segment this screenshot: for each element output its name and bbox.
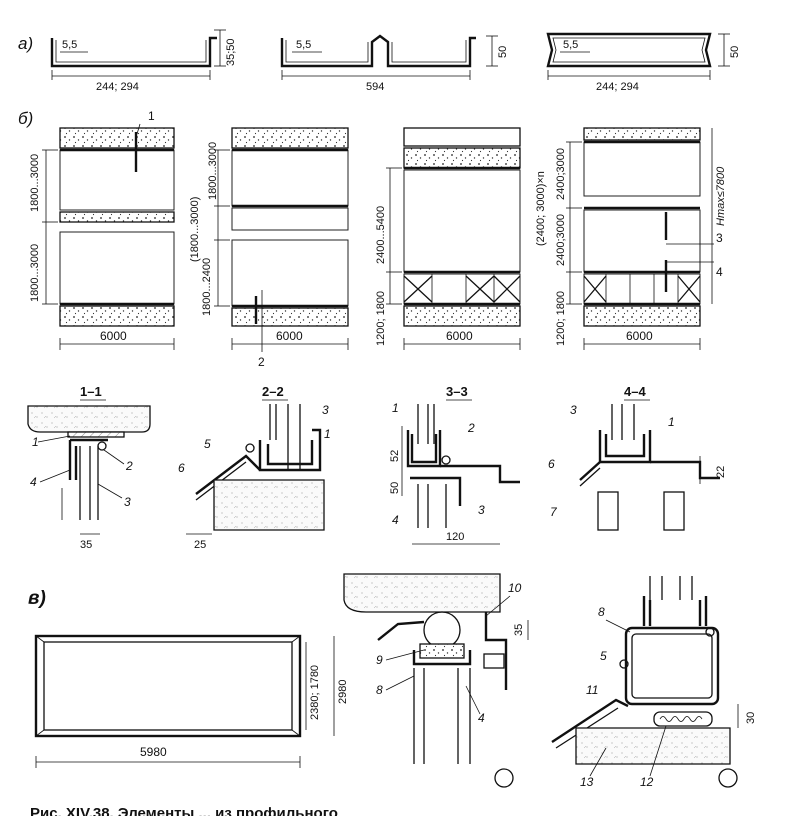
wall-1: 1 1800...3000 1800...3000 6000 (29, 109, 175, 350)
panel-h1: 2380; 1780 (309, 665, 321, 720)
p3-height: 50 (729, 46, 741, 58)
w3-width: 6000 (446, 329, 473, 343)
section-4-4: 4–4 22 3 1 6 7 (548, 384, 727, 531)
label-b: б) (18, 109, 33, 128)
w4-width: 6000 (626, 329, 653, 343)
s2-n3: 3 (322, 403, 329, 417)
detail-joint: 35 10 9 8 4 (343, 573, 529, 788)
s3-dim-w: 120 (446, 531, 464, 543)
w1-h1: 1800...3000 (29, 154, 41, 212)
profile-channel: 5,5 244; 294 35;50 (50, 29, 237, 93)
e-n12: 12 (640, 775, 654, 789)
e-dim: 30 (745, 712, 757, 724)
s1-n2: 2 (125, 459, 133, 473)
s2-n1: 1 (324, 427, 331, 441)
w4-marker-3: 3 (716, 231, 723, 245)
w4-h1: 2400;3000 (555, 148, 567, 200)
s3-title: 3–3 (446, 384, 468, 399)
s3-n4: 4 (392, 513, 399, 527)
s2-title: 2–2 (262, 384, 284, 399)
s2-n6: 6 (178, 461, 185, 475)
s3-n2: 2 (467, 421, 475, 435)
s4-n3: 3 (570, 403, 577, 417)
panel-elevation: 5980 2380; 1780 2980 (34, 634, 349, 768)
d-n10: 10 (508, 581, 522, 595)
caption: Рис. XIV.38. Элементы ... из профильного (30, 805, 338, 816)
row-sections: 1–1 35 1 2 3 4 2–2 (27, 384, 727, 551)
e-n11: 11 (586, 683, 598, 697)
w2-h1: 1800...3000 (207, 142, 219, 200)
s1-n3: 3 (124, 495, 131, 509)
d-n8: 8 (376, 683, 383, 697)
w4-h2: 2400;3000 (555, 214, 567, 266)
row-a-profiles: а) 5,5 244; 294 35;50 5,5 594 (18, 29, 741, 93)
label-c: в) (28, 588, 46, 609)
p2-height: 50 (497, 46, 509, 58)
wall-4: 3 4 2400;3000 2400;3000 1200; 1800 Hmax≤… (555, 127, 727, 350)
w1-width: 6000 (100, 329, 127, 343)
section-2-2: 2–2 5 6 3 1 25 (178, 384, 331, 551)
section-1-1: 1–1 35 1 2 3 4 (27, 384, 151, 551)
s1-n4: 4 (30, 475, 37, 489)
p3-width: 244; 294 (596, 81, 639, 93)
s3-dim-a: 52 (389, 450, 401, 462)
s4-n6: 6 (548, 457, 555, 471)
p3-thickness: 5,5 (563, 39, 578, 51)
section-3-3: 3–3 52 50 120 1 2 3 4 (389, 384, 520, 545)
s2-dim: 25 (194, 539, 206, 551)
d-n9: 9 (376, 653, 383, 667)
s4-n7: 7 (550, 505, 558, 519)
s3-dim-b: 50 (389, 482, 401, 494)
s3-n1: 1 (392, 401, 399, 415)
panel-width: 5980 (140, 745, 167, 759)
w4-h3: 1200; 1800 (555, 291, 567, 346)
w2-h2: (1800...3000) (189, 197, 201, 262)
s4-title: 4–4 (624, 384, 646, 399)
panel-h2: 2980 (337, 680, 349, 704)
s1-title: 1–1 (80, 384, 102, 399)
wall-3: (2400; 3000)×n 2400...5400 1200; 1800 60… (375, 127, 547, 350)
p1-width: 244; 294 (96, 81, 139, 93)
profile-box: 5,5 244; 294 50 (546, 32, 741, 93)
p2-thickness: 5,5 (296, 39, 311, 51)
s1-dim: 35 (80, 539, 92, 551)
row-c: в) 5980 2380; 1780 2980 (28, 573, 757, 816)
w2-marker: 2 (258, 355, 265, 369)
w4-marker-4: 4 (716, 265, 723, 279)
e-n8: 8 (598, 605, 605, 619)
detail-dim: 35 (513, 624, 525, 636)
s4-n1: 1 (668, 415, 675, 429)
w3-h2: 1200; 1800 (375, 291, 387, 346)
s2-n5: 5 (204, 437, 211, 451)
s1-n1: 1 (32, 435, 39, 449)
s4-dim: 22 (715, 466, 727, 478)
w1-marker: 1 (148, 109, 155, 123)
e-n13: 13 (580, 775, 594, 789)
w3-top: (2400; 3000)×n (535, 171, 547, 246)
w4-hmax: Hmax≤7800 (715, 166, 727, 226)
detail-base: 30 8 5 11 13 12 (551, 576, 757, 789)
w3-h1: 2400...5400 (375, 206, 387, 264)
row-b-walls: б) 1 1800...3000 1800...3000 6000 (18, 109, 727, 369)
w2-h3: 1800...2400 (201, 258, 213, 316)
d-n4: 4 (478, 711, 485, 725)
p1-height: 35;50 (225, 38, 237, 66)
p2-width: 594 (366, 81, 384, 93)
p1-thickness: 5,5 (62, 39, 77, 51)
profile-double: 5,5 594 50 (280, 34, 509, 93)
w2-width: 6000 (276, 329, 303, 343)
w1-h2: 1800...3000 (29, 244, 41, 302)
wall-2: 2 1800...3000 (1800...3000) 1800...2400 … (189, 127, 349, 369)
s3-n3: 3 (478, 503, 485, 517)
label-a: а) (18, 34, 33, 53)
e-n5: 5 (600, 649, 607, 663)
